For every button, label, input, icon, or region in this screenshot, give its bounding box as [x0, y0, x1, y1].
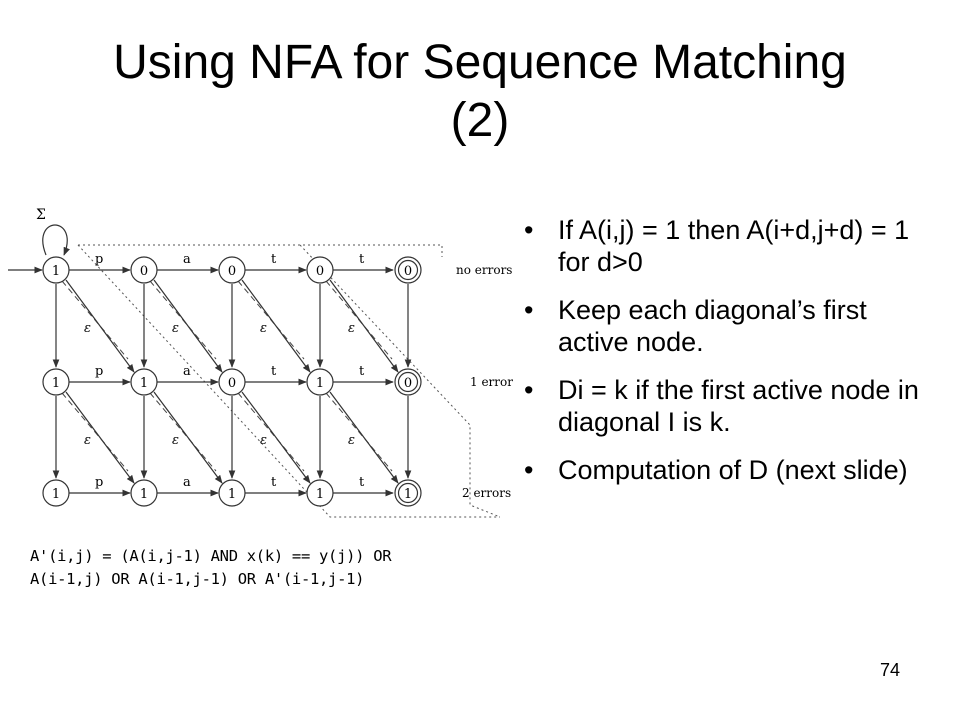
row-label-no-errors: no errors: [456, 263, 512, 277]
sigma-label: Σ: [36, 207, 46, 223]
epsilon-label: ε: [260, 321, 267, 336]
label-t2-row3: t: [359, 475, 365, 490]
label-t-row1: t: [271, 252, 277, 267]
state-values: 1 0 0 0 0 1 1 0 1 0 1 1 1 1 1: [52, 264, 412, 502]
row-label-1-error: 1 error: [470, 375, 513, 389]
label-t-row2: t: [271, 364, 277, 379]
state-value: 1: [52, 264, 60, 279]
label-t-row3: t: [271, 475, 277, 490]
state-value: 0: [228, 376, 236, 391]
epsilon-label: ε: [348, 433, 355, 448]
state-value: 1: [140, 487, 148, 502]
state-value: 1: [52, 487, 60, 502]
page-number: 74: [880, 660, 901, 680]
label-a-row2: a: [183, 364, 191, 379]
bullet-dot: •: [524, 215, 534, 245]
state-value: 1: [140, 376, 148, 391]
row-labels: no errors 1 error 2 errors: [456, 263, 513, 500]
formula-line-1: A'(i,j) = (A(i,j-1) AND x(k) == y(j)) OR: [30, 547, 392, 565]
state-value: 1: [316, 376, 324, 391]
title-line-2: (2): [450, 94, 510, 147]
epsilon-label: ε: [84, 433, 91, 448]
label-t2-row2: t: [359, 364, 365, 379]
state-value: 0: [140, 264, 148, 279]
bullet-text: Computation of D (next slide): [558, 455, 908, 485]
state-value: 1: [316, 487, 324, 502]
bullet-text: If A(i,j) = 1 then A(i+d,j+d) = 1 for d>…: [558, 215, 910, 277]
bullet-item: • If A(i,j) = 1 then A(i+d,j+d) = 1 for d…: [524, 214, 944, 278]
state-value: 0: [404, 264, 412, 279]
label-t2-row1: t: [359, 252, 365, 267]
label-p-row1: p: [95, 252, 103, 267]
diagonal-arrows: [65, 279, 399, 484]
label-p-row3: p: [95, 475, 103, 490]
recurrence-formula: A'(i,j) = (A(i,j-1) AND x(k) == y(j)) OR…: [30, 545, 490, 591]
epsilon-labels: ε ε ε ε ε ε ε ε: [84, 321, 355, 448]
label-a-row1: a: [183, 252, 191, 267]
state-value: 1: [228, 487, 236, 502]
slide-title: Using NFA for Sequence Matching (2): [0, 34, 960, 150]
label-p-row2: p: [95, 364, 103, 379]
title-line-1: Using NFA for Sequence Matching: [113, 36, 847, 89]
horizontal-arrows: [69, 266, 394, 497]
formula-line-2: A(i-1,j) OR A(i-1,j-1) OR A'(i-1,j-1): [30, 570, 365, 588]
bullet-dot: •: [524, 375, 534, 405]
nfa-diagram: Σ: [8, 207, 513, 518]
epsilon-label: ε: [172, 433, 179, 448]
label-a-row3: a: [183, 475, 191, 490]
epsilon-label: ε: [348, 321, 355, 336]
bullet-dot: •: [524, 455, 534, 485]
state-value: 0: [316, 264, 324, 279]
transition-labels: p a t t p a t t p a t t: [95, 252, 365, 490]
epsilon-label: ε: [172, 321, 179, 336]
bullet-item: • Keep each diagonal’s first active node.: [524, 294, 944, 358]
state-value: 0: [228, 264, 236, 279]
bullet-text: Di = k if the first active node in diago…: [558, 375, 919, 437]
self-loop-arrow: [42, 224, 70, 256]
state-value: 1: [52, 376, 60, 391]
epsilon-label: ε: [84, 321, 91, 336]
bullet-item: • Computation of D (next slide): [524, 454, 944, 486]
epsilon-label: ε: [260, 433, 267, 448]
bullet-list: • If A(i,j) = 1 then A(i+d,j+d) = 1 for d…: [524, 214, 944, 502]
row-label-2-errors: 2 errors: [462, 486, 511, 500]
vertical-arrows: [52, 284, 412, 479]
diagonal-bands: [77, 244, 501, 518]
state-circles: [42, 256, 422, 507]
bullet-item: • Di = k if the first active node in diag…: [524, 374, 944, 438]
bullet-dot: •: [524, 295, 534, 325]
state-value: 1: [404, 487, 412, 502]
bullet-text: Keep each diagonal’s first active node.: [558, 295, 867, 357]
state-value: 0: [404, 376, 412, 391]
